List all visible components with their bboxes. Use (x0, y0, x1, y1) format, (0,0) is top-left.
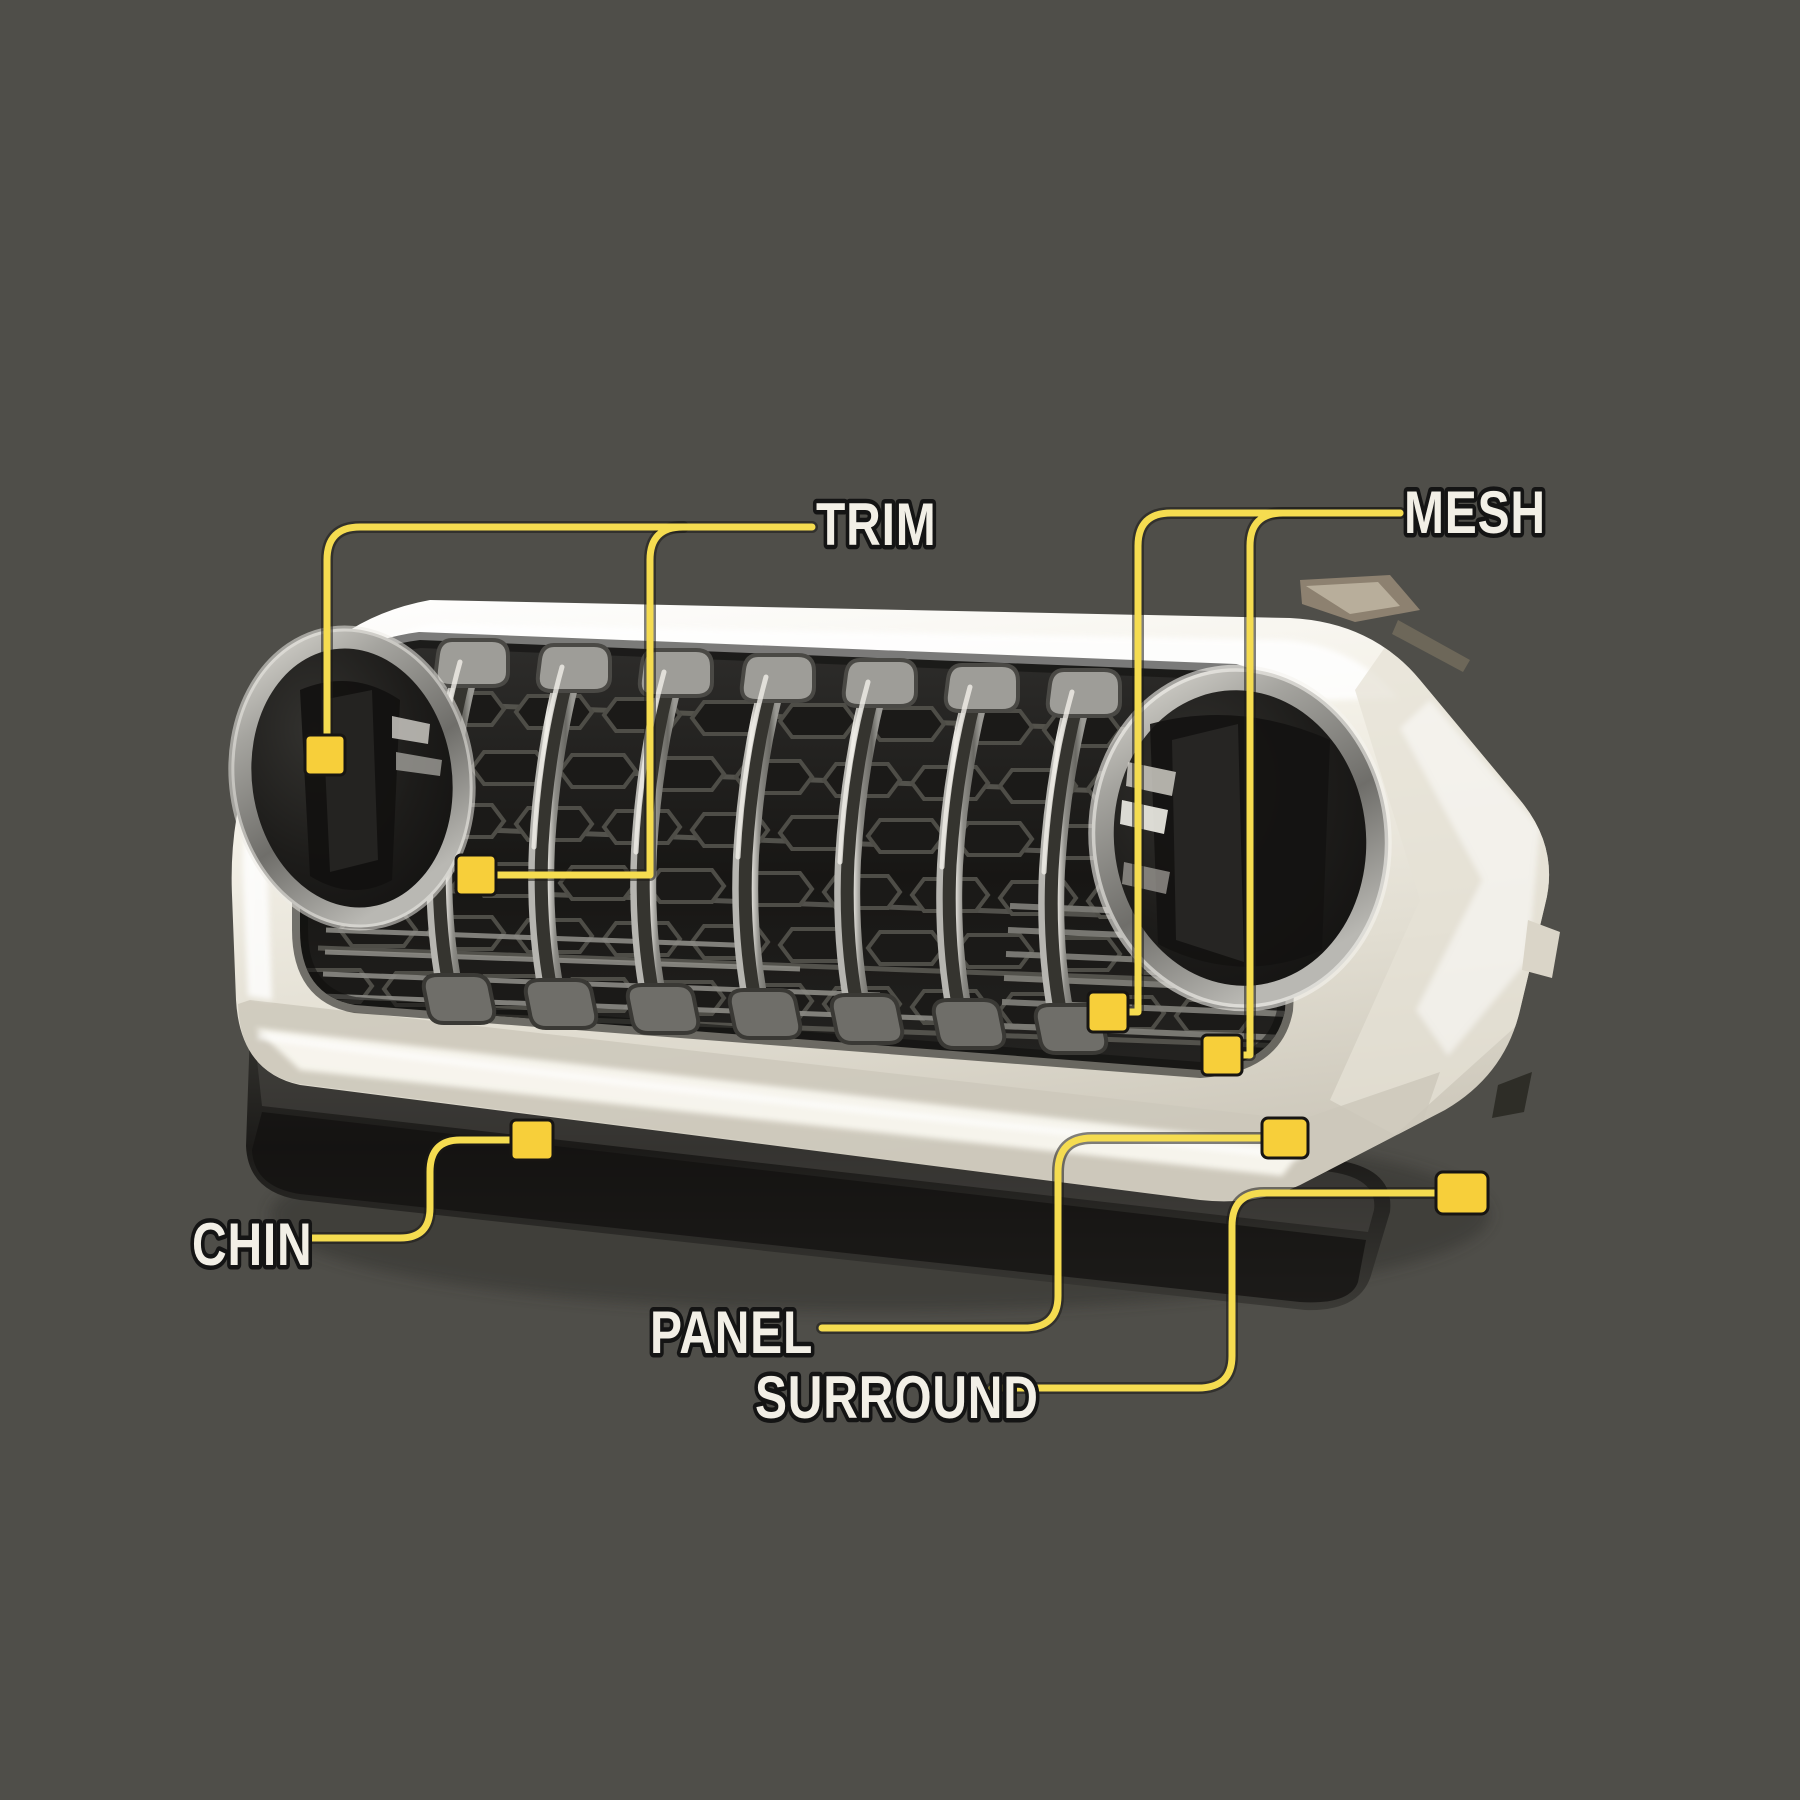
marker-trim-1[interactable] (303, 733, 347, 777)
callout-markers (303, 733, 1490, 1216)
left-headlamp (228, 625, 476, 931)
marker-chin-1[interactable] (509, 1118, 555, 1162)
marker-panel-1[interactable] (1260, 1116, 1310, 1160)
leader-trim (321, 521, 818, 881)
leader-panel (816, 1132, 1291, 1334)
label-chin[interactable]: CHIN (188, 1207, 316, 1282)
label-mesh[interactable]: MESH (1400, 475, 1549, 550)
marker-surround-1[interactable] (1434, 1170, 1490, 1216)
marker-mesh-2[interactable] (1200, 1033, 1244, 1077)
marker-mesh-1[interactable] (1086, 990, 1130, 1034)
label-surround[interactable]: SURROUND (751, 1360, 1042, 1435)
label-panel[interactable]: PANEL (646, 1295, 816, 1370)
leader-surround (986, 1187, 1468, 1394)
right-headlamp (1088, 664, 1392, 1012)
leader-mesh (1102, 507, 1406, 1061)
marker-trim-2[interactable] (454, 853, 498, 897)
label-trim[interactable]: TRIM (812, 487, 940, 562)
leader-chin (304, 1134, 539, 1244)
callout-labels: TRIM MESH CHIN PANEL SURROUND (188, 475, 1549, 1435)
